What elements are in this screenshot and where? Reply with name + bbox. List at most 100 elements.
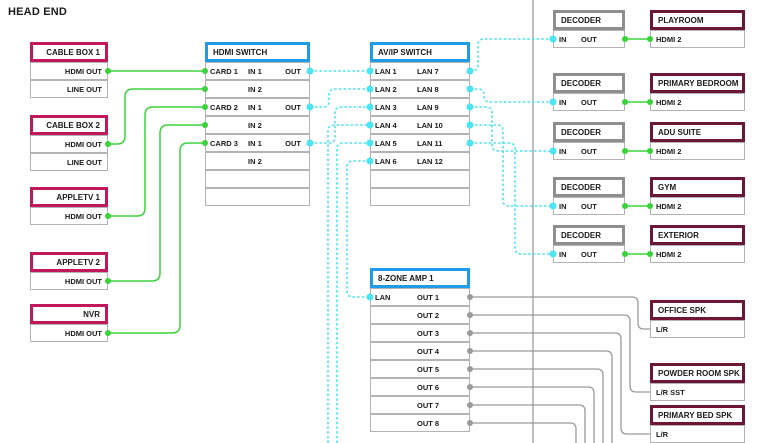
exterior-hdmi2-port[interactable]: HDMI 2 <box>650 245 745 263</box>
playroom-hdmi2-port[interactable]: HDMI 2 <box>650 30 745 48</box>
in-port-label: IN 1 <box>248 66 262 76</box>
node-primary-bed-spk[interactable]: PRIMARY BED SPK <box>650 405 745 425</box>
node-avip-switch[interactable]: AV/IP SWITCH <box>370 42 470 62</box>
port-label: HDMI 2 <box>656 146 682 156</box>
adu-suite-hdmi2-port[interactable]: HDMI 2 <box>650 142 745 160</box>
out-port-label: OUT <box>285 66 301 76</box>
node-appletv-1[interactable]: APPLETV 1 <box>30 187 108 207</box>
port-cable-box-1-line-out[interactable]: LINE OUT <box>30 80 108 98</box>
port-label: HDMI OUT <box>64 66 102 76</box>
gym-hdmi2-port[interactable]: HDMI 2 <box>650 197 745 215</box>
out-port-label: OUT 1 <box>417 292 440 302</box>
node-appletv-2[interactable]: APPLETV 2 <box>30 252 108 272</box>
port-label: L/R SST <box>656 387 685 397</box>
lan-port-label: LAN 7 <box>417 66 439 76</box>
hdmi-switch-row-8[interactable] <box>205 188 310 206</box>
port-label: LINE OUT <box>67 84 102 94</box>
node-powder-room-spk[interactable]: POWDER ROOM SPK <box>650 363 745 383</box>
node-playroom[interactable]: PLAYROOM <box>650 10 745 30</box>
node-decoder-1[interactable]: DECODER <box>553 10 625 30</box>
hdmi-switch-row-7[interactable] <box>205 170 310 188</box>
port-label: HDMI OUT <box>64 139 102 149</box>
port-label: HDMI OUT <box>64 211 102 221</box>
amp-row-2[interactable]: OUT 2 <box>370 306 470 324</box>
amp-row-6[interactable]: OUT 6 <box>370 378 470 396</box>
node-exterior[interactable]: EXTERIOR <box>650 225 745 245</box>
hdmi-switch-row-6[interactable]: IN 2 <box>205 152 310 170</box>
avip-row-8[interactable] <box>370 188 470 206</box>
amp-row-7[interactable]: OUT 7 <box>370 396 470 414</box>
node-decoder-3[interactable]: DECODER <box>553 122 625 142</box>
node-cable-box-2[interactable]: CABLE BOX 2 <box>30 115 108 135</box>
node-title: 8-ZONE AMP 1 <box>378 273 434 283</box>
node-decoder-2[interactable]: DECODER <box>553 73 625 93</box>
out-port-label: OUT 8 <box>417 418 440 428</box>
out-port-label: OUT 4 <box>417 346 440 356</box>
amp-row-3[interactable]: OUT 3 <box>370 324 470 342</box>
node-cable-box-1[interactable]: CABLE BOX 1 <box>30 42 108 62</box>
powder-room-spk-port[interactable]: L/R SST <box>650 383 745 401</box>
out-port-label: OUT <box>285 102 301 112</box>
hdmi-switch-row-4[interactable]: IN 2 <box>205 116 310 134</box>
node-title: DECODER <box>561 182 602 192</box>
node-decoder-5[interactable]: DECODER <box>553 225 625 245</box>
node-8-zone-amp-1[interactable]: 8-ZONE AMP 1 <box>370 268 470 288</box>
node-gym[interactable]: GYM <box>650 177 745 197</box>
amp-row-4[interactable]: OUT 4 <box>370 342 470 360</box>
node-title: DECODER <box>561 15 602 25</box>
decoder-5-ports[interactable]: IN OUT <box>553 245 625 263</box>
lan-port-label: LAN 6 <box>375 156 397 166</box>
port-appletv-2-hdmi-out[interactable]: HDMI OUT <box>30 272 108 290</box>
amp-row-5[interactable]: OUT 5 <box>370 360 470 378</box>
port-label: HDMI OUT <box>64 276 102 286</box>
in-port-label: IN 1 <box>248 102 262 112</box>
port-cable-box-2-hdmi-out[interactable]: HDMI OUT <box>30 135 108 153</box>
lan-port-label: LAN 11 <box>417 138 443 148</box>
node-nvr[interactable]: NVR <box>30 304 108 324</box>
port-cable-box-2-line-out[interactable]: LINE OUT <box>30 153 108 171</box>
node-title: POWDER ROOM SPK <box>658 368 740 378</box>
out-port-label: OUT <box>581 249 597 259</box>
node-primary-bedroom[interactable]: PRIMARY BEDROOM <box>650 73 745 93</box>
port-label: HDMI 2 <box>656 201 682 211</box>
node-decoder-4[interactable]: DECODER <box>553 177 625 197</box>
port-cable-box-1-hdmi-out[interactable]: HDMI OUT <box>30 62 108 80</box>
out-port-label: OUT 7 <box>417 400 440 410</box>
in-port-label: IN <box>559 201 567 211</box>
avip-row-7[interactable] <box>370 170 470 188</box>
port-appletv-1-hdmi-out[interactable]: HDMI OUT <box>30 207 108 225</box>
node-title: EXTERIOR <box>658 230 699 240</box>
port-nvr-hdmi-out[interactable]: HDMI OUT <box>30 324 108 342</box>
hdmi-switch-row-2[interactable]: IN 2 <box>205 80 310 98</box>
decoder-4-ports[interactable]: IN OUT <box>553 197 625 215</box>
primary-bedroom-hdmi2-port[interactable]: HDMI 2 <box>650 93 745 111</box>
card-label: CARD 3 <box>210 138 238 148</box>
in-port-label: IN 2 <box>248 120 262 130</box>
node-title: NVR <box>83 309 100 319</box>
office-spk-port[interactable]: L/R <box>650 320 745 338</box>
out-port-label: OUT <box>581 201 597 211</box>
node-hdmi-switch[interactable]: HDMI SWITCH <box>205 42 310 62</box>
node-office-spk[interactable]: OFFICE SPK <box>650 300 745 320</box>
node-adu-suite[interactable]: ADU SUITE <box>650 122 745 142</box>
out-port-label: OUT <box>581 34 597 44</box>
in-port-label: IN <box>559 249 567 259</box>
in-port-label: IN 2 <box>248 156 262 166</box>
lan-port-label: LAN 10 <box>417 120 443 130</box>
port-label: LINE OUT <box>67 157 102 167</box>
primary-bed-spk-port[interactable]: L/R <box>650 425 745 443</box>
amp-row-8[interactable]: OUT 8 <box>370 414 470 432</box>
